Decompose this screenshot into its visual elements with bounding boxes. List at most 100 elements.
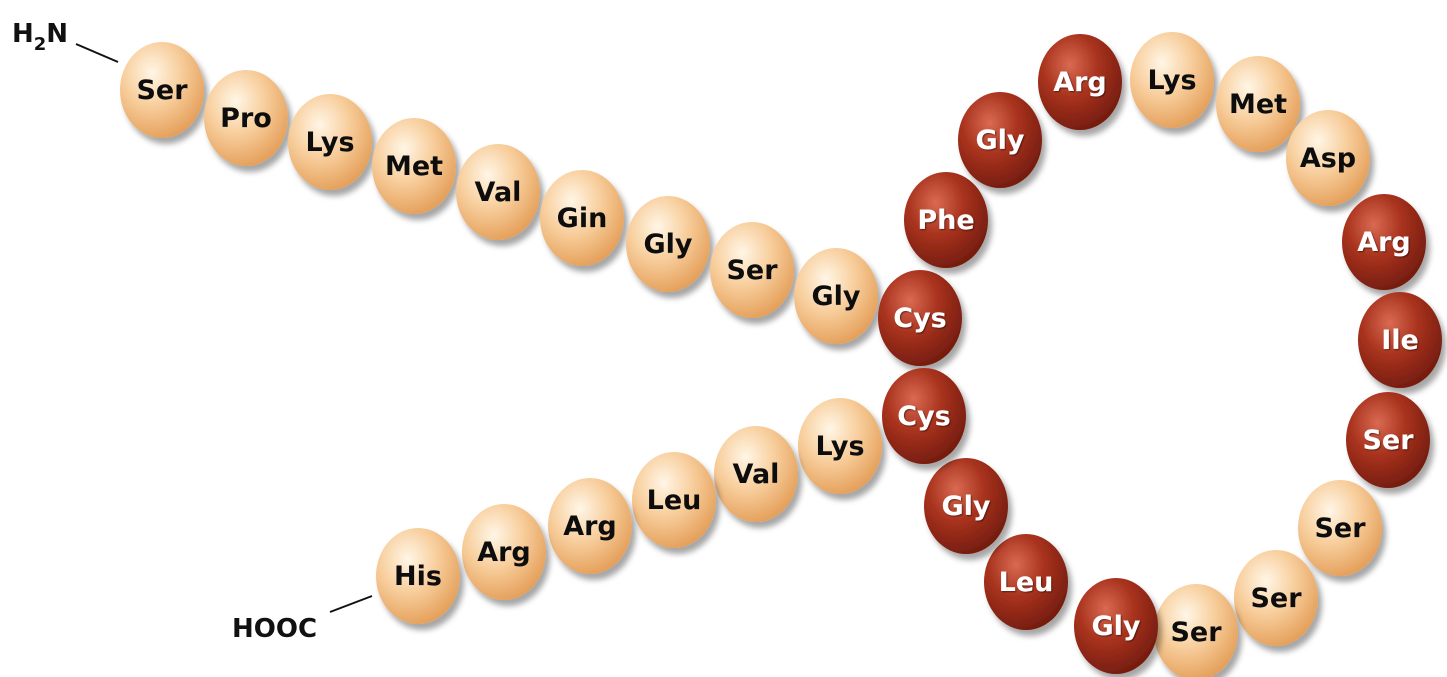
residue-label: Ser [136, 75, 188, 106]
residue-label: Phe [917, 205, 974, 236]
residue-label: Met [385, 151, 443, 182]
residue-bead-30: Arg [548, 478, 632, 574]
residue-label: Cys [897, 401, 951, 432]
residue-bead-shape [1298, 480, 1382, 576]
residue-bead-shape [288, 94, 372, 190]
residue-label: Gin [557, 203, 608, 234]
residue-bead-23: Gly [1074, 578, 1158, 674]
residue-label: Ile [1381, 325, 1419, 356]
residue-label: Gly [811, 281, 860, 312]
residue-label: Gly [941, 491, 990, 522]
residue-bead-shape [540, 170, 624, 266]
residue-bead-12: Gly [958, 92, 1042, 188]
n-terminus-label: H2N [12, 19, 68, 55]
residue-bead-29: Leu [632, 452, 716, 548]
residue-bead-shape [924, 458, 1008, 554]
residue-bead-9: Gly [794, 248, 878, 344]
residue-bead-24: Leu [984, 534, 1068, 630]
residue-bead-32: His [376, 528, 460, 624]
n-terminus-bond [75, 43, 119, 63]
residue-bead-1: Ser [120, 42, 204, 138]
residue-bead-shape [1286, 110, 1370, 206]
residue-bead-shape [1342, 194, 1426, 290]
residue-bead-17: Arg [1342, 194, 1426, 290]
residue-bead-shape [1130, 32, 1214, 128]
residue-bead-5: Val [456, 144, 540, 240]
residue-bead-28: Val [714, 426, 798, 522]
residue-bead-27: Lys [798, 398, 882, 494]
residue-bead-shape [1234, 550, 1318, 646]
residue-label: Cys [893, 303, 947, 334]
residue-label: Gly [643, 229, 692, 260]
residue-bead-shape [1216, 56, 1300, 152]
residue-bead-6: Gin [540, 170, 624, 266]
residue-label: Gly [1091, 611, 1140, 642]
residue-label: Lys [1147, 65, 1196, 96]
residue-bead-shape [632, 452, 716, 548]
residue-label: Pro [220, 103, 272, 134]
residue-bead-shape [1154, 584, 1238, 677]
residue-label: Ser [1250, 583, 1302, 614]
residue-bead-7: Gly [626, 196, 710, 292]
residue-bead-shape [626, 196, 710, 292]
residue-bead-shape [548, 478, 632, 574]
residue-label: Val [733, 459, 780, 490]
residue-label: Val [475, 177, 522, 208]
residue-label: Asp [1300, 143, 1356, 174]
residue-label: Arg [1357, 227, 1411, 258]
residue-label: Ser [1170, 617, 1222, 648]
residue-bead-3: Lys [288, 94, 372, 190]
residue-bead-15: Met [1216, 56, 1300, 152]
residue-bead-shape [798, 398, 882, 494]
residue-bead-shape [882, 368, 966, 464]
residue-label: Ser [1362, 425, 1414, 456]
residue-label: His [394, 561, 442, 592]
residue-bead-20: Ser [1298, 480, 1382, 576]
residue-bead-shape [1346, 392, 1430, 488]
residue-bead-31: Arg [462, 504, 546, 600]
c-terminus-label: HOOC [232, 614, 317, 644]
residue-bead-16: Asp [1286, 110, 1370, 206]
residue-bead-shape [984, 534, 1068, 630]
residue-label: Leu [999, 567, 1054, 598]
residue-bead-18: Ile [1358, 292, 1442, 388]
residue-bead-14: Lys [1130, 32, 1214, 128]
residue-bead-shape [904, 172, 988, 268]
residue-bead-11: Phe [904, 172, 988, 268]
residue-bead-10: Cys [878, 270, 962, 366]
residue-bead-shape [1074, 578, 1158, 674]
residue-bead-8: Ser [710, 222, 794, 318]
residue-bead-shape [958, 92, 1042, 188]
residue-label: Met [1229, 89, 1287, 120]
residue-bead-shape [1038, 34, 1122, 130]
residue-label: Lys [305, 127, 354, 158]
residue-bead-shape [878, 270, 962, 366]
c-terminus-bond [329, 595, 373, 613]
residue-bead-shape [710, 222, 794, 318]
residue-bead-shape [1358, 292, 1442, 388]
residue-label: Arg [477, 537, 531, 568]
residue-bead-shape [376, 528, 460, 624]
residue-bead-21: Ser [1234, 550, 1318, 646]
residue-bead-2: Pro [204, 70, 288, 166]
residue-bead-shape [714, 426, 798, 522]
residue-label: Leu [647, 485, 702, 516]
residue-bead-shape [794, 248, 878, 344]
residue-label: Arg [1053, 67, 1107, 98]
residue-label: Gly [975, 125, 1024, 156]
residue-bead-4: Met [372, 118, 456, 214]
residue-bead-shape [372, 118, 456, 214]
residue-label: Ser [1314, 513, 1366, 544]
residue-bead-13: Arg [1038, 34, 1122, 130]
residue-bead-shape [204, 70, 288, 166]
residue-label: Arg [563, 511, 617, 542]
residue-bead-25: Gly [924, 458, 1008, 554]
residue-label: Lys [815, 431, 864, 462]
residue-bead-shape [120, 42, 204, 138]
residue-bead-26: Cys [882, 368, 966, 464]
residue-label: Ser [726, 255, 778, 286]
residue-bead-19: Ser [1346, 392, 1430, 488]
residue-bead-shape [456, 144, 540, 240]
